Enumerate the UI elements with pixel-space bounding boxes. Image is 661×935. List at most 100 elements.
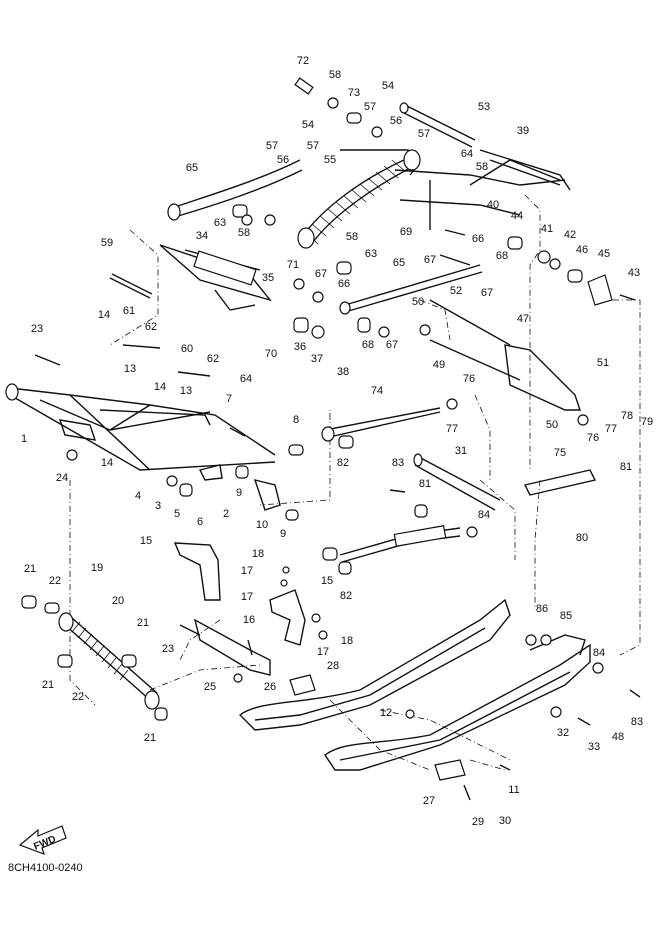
front-shock-absorber	[58, 612, 160, 710]
part-number-label: 15	[140, 535, 152, 547]
part-number-label: 23	[31, 323, 43, 335]
part-number-label: 45	[598, 248, 610, 260]
part-number-label: 25	[204, 681, 216, 693]
part-number-label: 60	[181, 343, 193, 355]
part-number-label: 39	[517, 125, 529, 137]
part-number-label: 33	[588, 741, 600, 753]
part-number-label: 15	[321, 575, 333, 587]
part-number-label: 66	[338, 278, 350, 290]
forward-direction-arrow: FWD	[18, 825, 67, 856]
part-number-label: 30	[499, 815, 511, 827]
part-number-label: 58	[238, 227, 250, 239]
part-number-label: 58	[346, 231, 358, 243]
part-number-label: 42	[564, 229, 576, 241]
part-number-label: 49	[433, 359, 445, 371]
part-number-label: 1	[21, 433, 27, 445]
part-number-label: 21	[137, 617, 149, 629]
part-number-label: 27	[423, 795, 435, 807]
part-number-label: 78	[621, 410, 633, 422]
part-number-label: 7	[226, 393, 232, 405]
part-number-label: 70	[265, 348, 277, 360]
part-number-label: 65	[186, 162, 198, 174]
part-number-label: 76	[587, 432, 599, 444]
part-number-label: 36	[294, 341, 306, 353]
part-number-label: 46	[576, 244, 588, 256]
part-number-label: 86	[536, 603, 548, 615]
shock-rods	[339, 453, 597, 563]
part-number-label: 16	[243, 614, 255, 626]
part-number-label: 68	[496, 250, 508, 262]
part-number-label: 18	[252, 548, 264, 560]
part-number-label: 62	[145, 321, 157, 333]
part-number-label: 63	[214, 217, 226, 229]
part-number-label: 10	[256, 519, 268, 531]
part-number-label: 68	[362, 339, 374, 351]
part-number-label: 82	[337, 457, 349, 469]
rear-suspension-arm	[159, 159, 303, 311]
part-number-label: 62	[207, 353, 219, 365]
part-number-label: 2	[223, 508, 229, 520]
part-number-label: 58	[476, 161, 488, 173]
part-number-label: 21	[42, 679, 54, 691]
part-number-label: 59	[101, 237, 113, 249]
rear-shock-absorber	[297, 149, 421, 249]
part-number-label: 56	[390, 115, 402, 127]
part-number-label: 80	[576, 532, 588, 544]
part-number-label: 58	[329, 69, 341, 81]
part-number-label: 38	[337, 366, 349, 378]
part-number-label: 14	[154, 381, 166, 393]
part-number-label: 41	[541, 223, 553, 235]
part-number-label: 84	[593, 647, 605, 659]
lower-links	[321, 264, 581, 442]
part-number-label: 54	[382, 80, 394, 92]
hardware-parts	[21, 77, 641, 801]
part-number-label: 22	[72, 691, 84, 703]
part-number-label: 83	[392, 457, 404, 469]
part-number-label: 63	[365, 248, 377, 260]
part-number-label: 26	[264, 681, 276, 693]
part-number-label: 22	[49, 575, 61, 587]
part-number-label: 69	[400, 226, 412, 238]
part-number-label: 54	[302, 119, 314, 131]
part-number-label: 18	[341, 635, 353, 647]
part-number-label: 75	[554, 447, 566, 459]
part-number-label: 23	[162, 643, 174, 655]
part-number-label: 81	[419, 478, 431, 490]
part-number-label: 73	[348, 87, 360, 99]
part-number-label: 64	[461, 148, 473, 160]
part-number-label: 76	[463, 373, 475, 385]
part-number-label: 79	[641, 416, 653, 428]
part-number-label: 85	[560, 610, 572, 622]
part-number-label: 20	[112, 595, 124, 607]
part-number-label: 13	[124, 363, 136, 375]
part-number-label: 52	[450, 285, 462, 297]
part-number-label: 21	[24, 563, 36, 575]
part-number-label: 81	[620, 461, 632, 473]
part-number-label: 55	[324, 154, 336, 166]
part-number-label: 37	[311, 353, 323, 365]
part-number-label: 57	[364, 101, 376, 113]
part-number-label: 5	[174, 508, 180, 520]
part-number-label: 17	[241, 591, 253, 603]
part-number-label: 72	[297, 55, 309, 67]
part-number-label: 82	[340, 590, 352, 602]
part-number-label: 9	[236, 487, 242, 499]
part-number-label: 11	[508, 784, 519, 796]
part-number-label: 6	[197, 516, 203, 528]
part-number-label: 77	[446, 423, 458, 435]
part-number-label: 50	[546, 419, 558, 431]
part-number-label: 47	[517, 313, 529, 325]
part-number-label: 77	[605, 423, 617, 435]
part-number-label: 84	[478, 509, 490, 521]
part-number-label: 53	[478, 101, 490, 113]
part-number-label: 50	[412, 296, 424, 308]
part-number-label: 61	[123, 305, 135, 317]
part-number-label: 29	[472, 816, 484, 828]
part-number-label: 57	[418, 128, 430, 140]
part-number-label: 65	[393, 257, 405, 269]
part-number-label: 51	[597, 357, 609, 369]
part-number-label: 9	[280, 528, 286, 540]
part-number-label: 21	[144, 732, 156, 744]
part-number-label: 83	[631, 716, 643, 728]
part-number-label: 64	[240, 373, 252, 385]
